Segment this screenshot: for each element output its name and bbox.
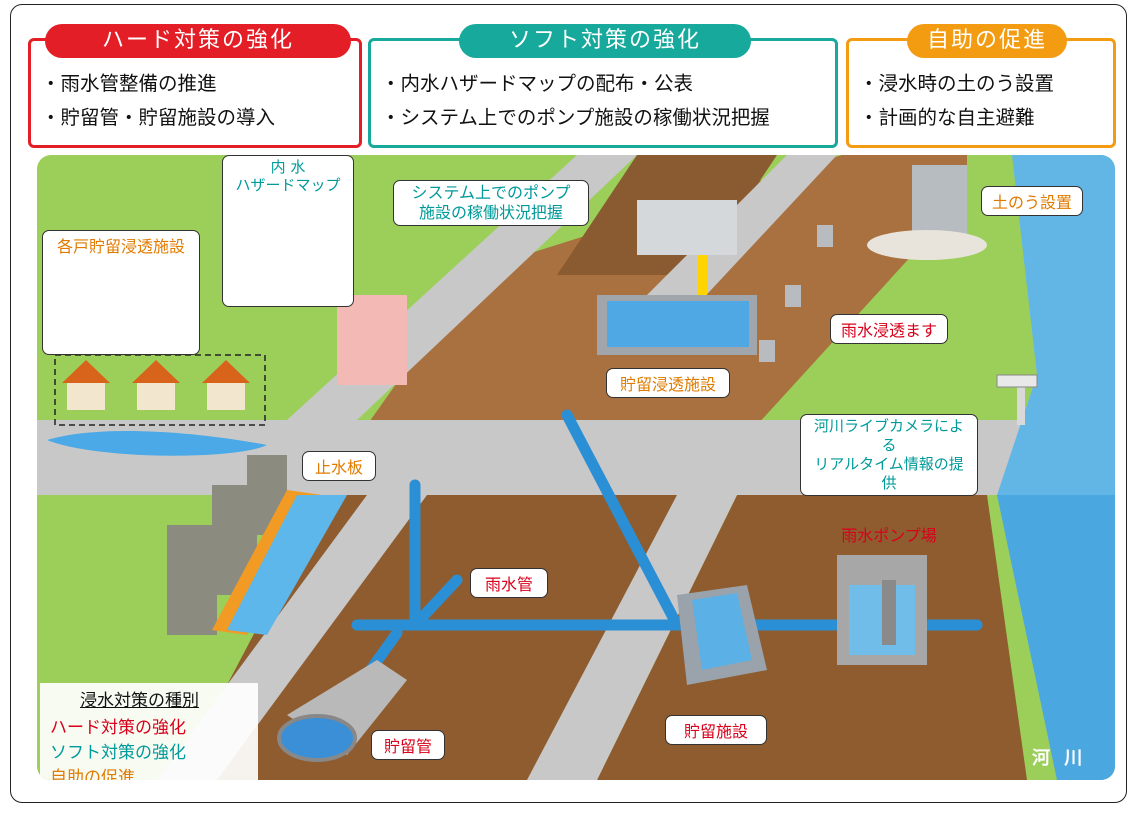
storage-facility — [677, 585, 767, 685]
storage-pipe — [277, 660, 407, 762]
building-pink — [337, 295, 407, 385]
label-pump-station: 雨水ポンプ場 — [841, 526, 937, 545]
infiltration-basins — [759, 225, 833, 362]
label-storage-facility: 貯留施設 — [665, 715, 767, 745]
category-hard: ハード対策の強化 雨水管整備の推進 貯留管・貯留施設の導入 — [28, 24, 362, 148]
category-hard-item: 雨水管整備の推進 — [41, 67, 275, 101]
category-soft: ソフト対策の強化 内水ハザードマップの配布・公表 システム上でのポンプ施設の稼働… — [368, 24, 838, 148]
label-sandbags: 土のう設置 — [981, 186, 1083, 216]
category-hard-title: ハード対策の強化 — [45, 24, 351, 58]
category-self: 自助の促進 浸水時の土のう設置 計画的な自主避難 — [846, 24, 1116, 148]
label-flood-barrier: 止水板 — [302, 451, 376, 481]
building-gray-right — [867, 165, 987, 260]
category-self-item: 計画的な自主避難 — [859, 101, 1054, 135]
category-hard-items: 雨水管整備の推進 貯留管・貯留施設の導入 — [41, 67, 276, 135]
legend: 浸水対策の種別 ハード対策の強化 ソフト対策の強化 自助の促進 — [40, 683, 258, 780]
category-soft-item: システム上でのポンプ施設の稼働状況把握 — [381, 101, 770, 135]
category-soft-item: 内水ハザードマップの配布・公表 — [381, 67, 770, 101]
label-storm-pipe: 雨水管 — [470, 568, 548, 598]
label-river: 河 川 — [1032, 748, 1087, 769]
label-pump-status: システム上でのポンプ 施設の稼働状況把握 — [393, 180, 589, 226]
label-hazard-map: 内 水 ハザードマップ — [222, 155, 354, 307]
legend-item-hard: ハード対策の強化 — [50, 718, 186, 738]
city-scene: 浸水対策の種別 ハード対策の強化 ソフト対策の強化 自助の促進 — [37, 155, 1115, 780]
category-self-title: 自助の促進 — [907, 24, 1067, 58]
river-camera — [996, 374, 1038, 425]
storage-infiltration-basin — [597, 200, 757, 355]
road-lower-mid — [527, 495, 737, 780]
label-storage-pipe: 貯留管 — [371, 730, 445, 760]
category-soft-title: ソフト対策の強化 — [459, 24, 751, 58]
legend-title: 浸水対策の種別 — [80, 691, 199, 711]
pump-station — [837, 555, 927, 665]
category-self-item: 浸水時の土のう設置 — [859, 67, 1055, 101]
buildings-flood-side — [167, 455, 347, 635]
label-household: 各戸貯留浸透施設 — [42, 230, 200, 355]
legend-item-self: 自助の促進 — [50, 768, 135, 780]
category-hard-item: 貯留管・貯留施設の導入 — [41, 101, 276, 135]
houses — [47, 354, 267, 456]
label-infiltration-basin: 雨水浸透ます — [830, 314, 948, 344]
category-soft-items: 内水ハザードマップの配布・公表 システム上でのポンプ施設の稼働状況把握 — [381, 67, 770, 135]
label-live-camera: 河川ライブカメラによる リアルタイム情報の提供 — [800, 414, 978, 496]
scene-illustration — [37, 155, 1115, 780]
label-storage-infiltration: 貯留浸透施設 — [606, 368, 730, 398]
category-self-items: 浸水時の土のう設置 計画的な自主避難 — [859, 67, 1055, 135]
legend-item-soft: ソフト対策の強化 — [50, 743, 186, 763]
